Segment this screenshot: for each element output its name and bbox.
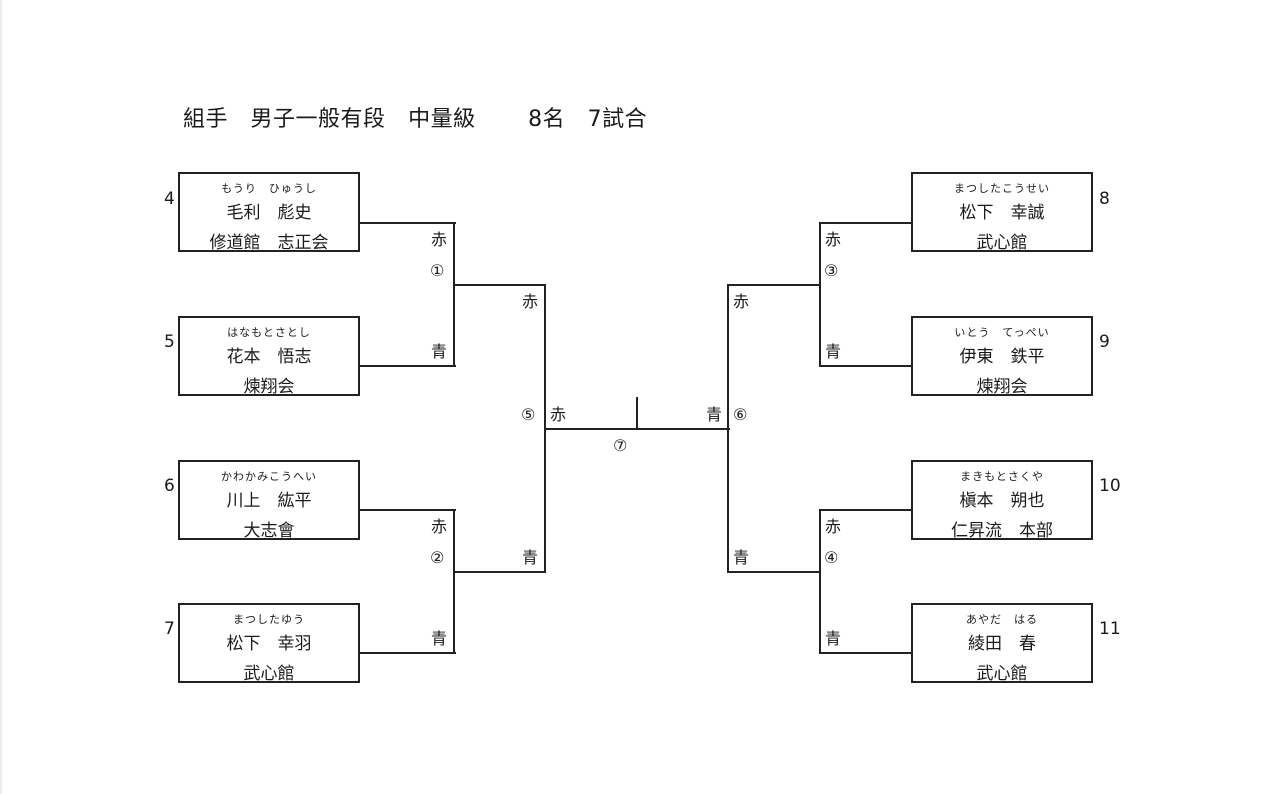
bracket-line: [819, 222, 821, 367]
competitor-name: 毛利 彪史: [226, 203, 312, 223]
title-weight-class: 中量級: [408, 107, 476, 132]
competitor-box[interactable]: まつしたこうせい 松下 幸誠 武心館: [911, 172, 1093, 253]
match-number: ②: [430, 548, 445, 567]
match-number: ⑤: [521, 405, 536, 424]
bracket-line: [453, 284, 546, 286]
winner-line: [636, 397, 638, 429]
competitor-box[interactable]: まきもとさくや 槇本 朔也 仁昇流 本部: [911, 460, 1093, 541]
red-label: 赤: [825, 230, 842, 249]
competitor-furigana: かわかみこうへい: [221, 470, 317, 483]
bracket-line: [819, 365, 913, 367]
seed-number: 10: [1099, 476, 1121, 496]
match-number: ⑦: [613, 436, 628, 455]
competitor-box[interactable]: いとう てっぺい 伊東 鉄平 煉翔会: [911, 316, 1093, 397]
bracket-line: [453, 509, 455, 654]
bracket-line: [819, 652, 913, 654]
competitor-box[interactable]: まつしたゆう 松下 幸羽 武心館: [178, 603, 360, 684]
bracket-line: [360, 222, 456, 224]
competitor-furigana: あやだ はる: [966, 613, 1038, 626]
seed-number: 9: [1099, 332, 1110, 352]
blue-label: 青: [706, 405, 723, 424]
blue-label: 青: [825, 629, 842, 648]
bracket-line: [453, 571, 546, 573]
seed-number: 6: [164, 476, 175, 496]
competitor-name: 槇本 朔也: [959, 491, 1045, 511]
seed-number: 4: [164, 189, 175, 209]
match-number: ⑥: [733, 405, 748, 424]
competitor-furigana: まきもとさくや: [960, 470, 1044, 483]
seed-number: 7: [164, 619, 175, 639]
page-title: 組手 男子一般有段 中量級 8名 7試合: [183, 101, 647, 133]
title-participants: 8名: [528, 107, 566, 132]
bracket-line: [727, 284, 821, 286]
competitor-box[interactable]: あやだ はる 綾田 春 武心館: [911, 603, 1093, 684]
bracket-line: [360, 365, 456, 367]
blue-label: 青: [522, 548, 539, 567]
blue-label: 青: [825, 342, 842, 361]
red-label: 赤: [825, 517, 842, 536]
bracket-line: [819, 222, 913, 224]
match-number: ③: [824, 261, 839, 280]
bracket-line: [727, 571, 821, 573]
competitor-name: 綾田 春: [968, 634, 1036, 654]
bracket-line: [360, 652, 456, 654]
competitor-name: 松下 幸羽: [226, 634, 312, 654]
competitor-dojo: 武心館: [976, 664, 1028, 684]
bracket-line: [360, 509, 456, 511]
red-label: 赤: [431, 517, 448, 536]
competitor-dojo: 武心館: [976, 233, 1028, 253]
competitor-dojo: 煉翔会: [243, 377, 295, 397]
competitor-furigana: まつしたこうせい: [954, 182, 1050, 195]
competitor-dojo: 煉翔会: [976, 377, 1028, 397]
seed-number: 8: [1099, 189, 1110, 209]
competitor-box[interactable]: はなもとさとし 花本 悟志 煉翔会: [178, 316, 360, 397]
red-label: 赤: [733, 292, 750, 311]
match-number: ④: [824, 548, 839, 567]
match-number: ①: [430, 261, 445, 280]
page-edge: [0, 0, 2, 794]
title-matches: 7試合: [587, 107, 648, 132]
competitor-name: 川上 紘平: [226, 491, 312, 511]
competitor-box[interactable]: かわかみこうへい 川上 紘平 大志會: [178, 460, 360, 541]
competitor-box[interactable]: もうり ひゅうし 毛利 彪史 修道館 志正会: [178, 172, 360, 253]
bracket-line: [819, 509, 913, 511]
blue-label: 青: [733, 548, 750, 567]
seed-number: 5: [164, 332, 175, 352]
competitor-furigana: はなもとさとし: [227, 326, 311, 339]
competitor-dojo: 修道館 志正会: [209, 233, 329, 253]
bracket-line: [544, 428, 730, 430]
competitor-name: 花本 悟志: [226, 347, 312, 367]
title-event: 組手: [183, 107, 229, 132]
competitor-dojo: 大志會: [243, 521, 295, 541]
seed-number: 11: [1099, 619, 1121, 639]
blue-label: 青: [431, 342, 448, 361]
bracket-line: [727, 284, 729, 573]
title-category: 男子一般有段: [250, 107, 386, 132]
red-label: 赤: [550, 405, 567, 424]
competitor-furigana: まつしたゆう: [233, 613, 305, 626]
blue-label: 青: [431, 629, 448, 648]
competitor-dojo: 武心館: [243, 664, 295, 684]
competitor-dojo: 仁昇流 本部: [951, 521, 1053, 541]
competitor-furigana: もうり ひゅうし: [221, 182, 317, 195]
red-label: 赤: [522, 292, 539, 311]
bracket-line: [453, 222, 455, 367]
competitor-name: 伊東 鉄平: [959, 347, 1045, 367]
competitor-name: 松下 幸誠: [959, 203, 1045, 223]
red-label: 赤: [431, 230, 448, 249]
bracket-line: [819, 509, 821, 654]
competitor-furigana: いとう てっぺい: [954, 326, 1050, 339]
